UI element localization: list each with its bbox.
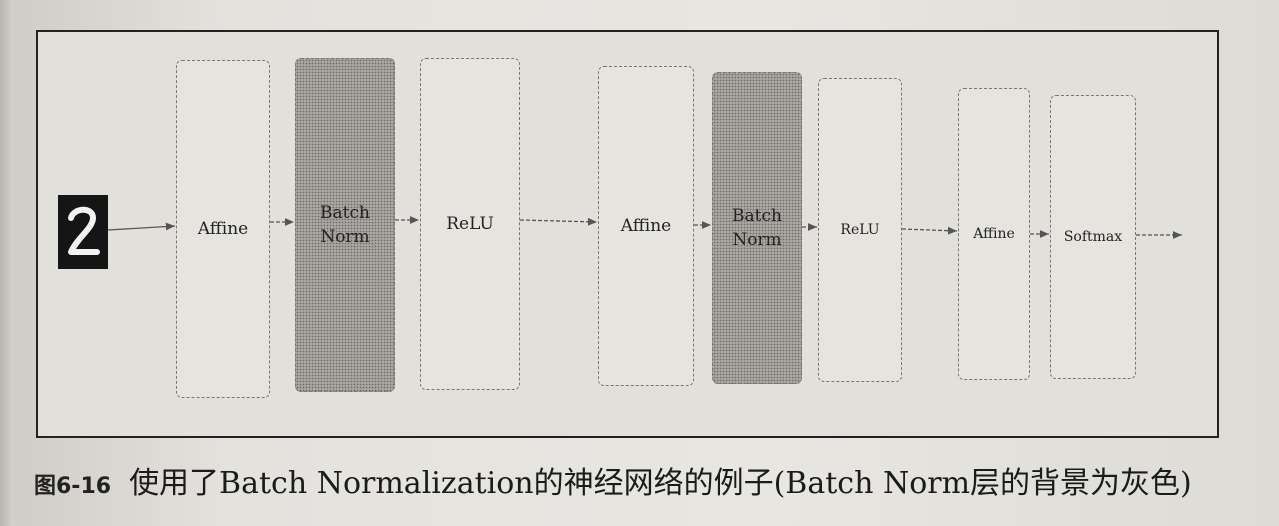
input-digit-image xyxy=(58,195,108,269)
layer-affine-2: Affine xyxy=(598,66,694,386)
layer-relu-1: ReLU xyxy=(420,58,520,390)
layer-label: Batch Norm xyxy=(320,203,370,247)
layer-label: ReLU xyxy=(446,214,494,234)
layer-label: Softmax xyxy=(1063,229,1123,245)
page-edge xyxy=(0,0,14,526)
layer-label: Batch Norm xyxy=(732,206,782,250)
layer-affine-1: Affine xyxy=(176,60,270,398)
layer-softmax: Softmax xyxy=(1050,95,1136,379)
layer-label: Affine xyxy=(973,226,1015,242)
layer-batchnorm-1: Batch Norm xyxy=(295,58,395,392)
figure-caption: 图6-16 使用了Batch Normalization的神经网络的例子(Batc… xyxy=(34,458,1264,502)
digit-two-icon xyxy=(68,206,100,255)
layer-batchnorm-2: Batch Norm xyxy=(712,72,802,384)
figure-caption-text: 使用了Batch Normalization的神经网络的例子(Batch Nor… xyxy=(129,466,1192,501)
layer-affine-3: Affine xyxy=(958,88,1030,380)
layer-label: Affine xyxy=(620,216,672,236)
figure-number: 图6-16 xyxy=(34,474,112,499)
layer-label: ReLU xyxy=(840,222,880,238)
layer-label: Affine xyxy=(197,219,249,239)
layer-relu-2: ReLU xyxy=(818,78,902,382)
